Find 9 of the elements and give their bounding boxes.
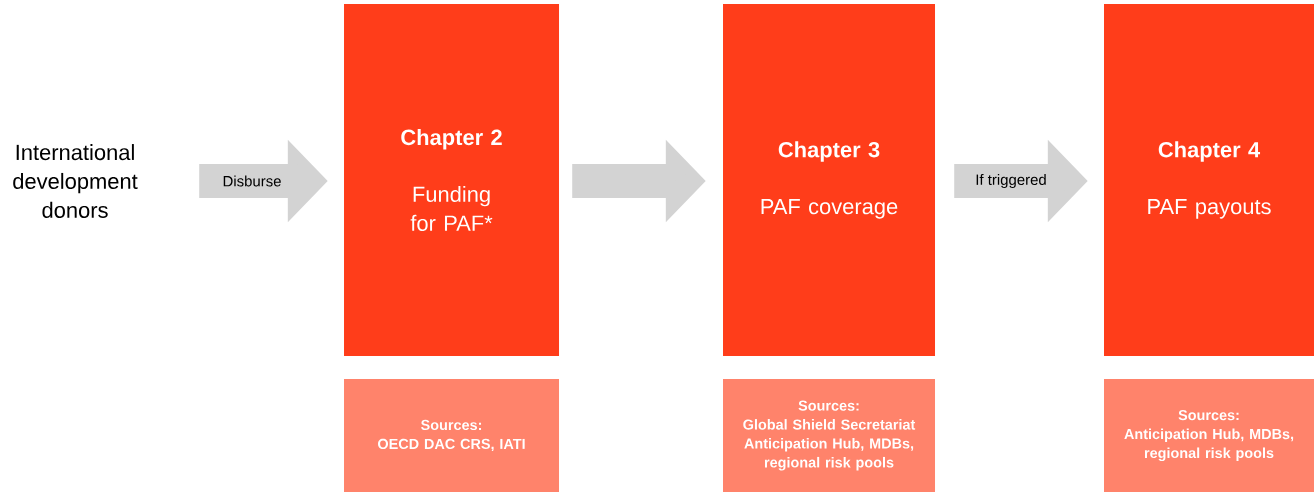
edge-label: Disburse (223, 175, 281, 187)
edge-label: If triggered (976, 174, 1046, 188)
chapter-box: Chapter 4 PAF payouts (1104, 4, 1314, 356)
chapter-box: Chapter 2 Funding for PAF* (344, 4, 559, 356)
sources-box: Sources: Global Shield Secretariat Anticipation Hub, MDBs, regional risk pools (723, 379, 935, 492)
chapter-box: Chapter 3 PAF coverage (723, 4, 935, 356)
source-label: International development donors (13, 144, 138, 218)
sources-box: Sources: OECD DAC CRS, IATI (344, 379, 559, 492)
sources-box: Sources: Anticipation Hub, MDBs, regional risk pools (1104, 379, 1314, 492)
